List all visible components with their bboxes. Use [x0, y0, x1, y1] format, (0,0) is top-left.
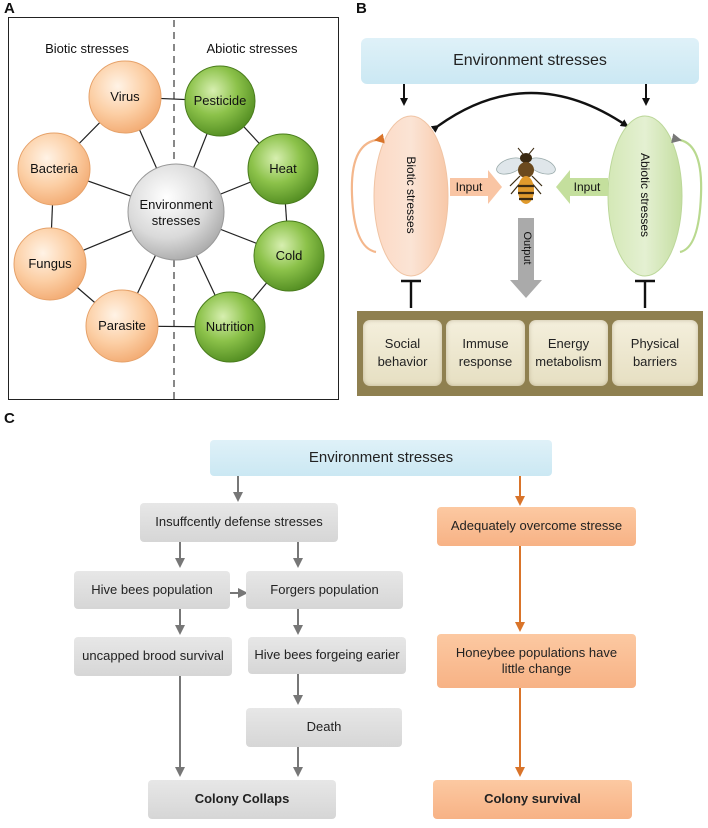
node-parasite [85, 289, 159, 363]
node-fungus [13, 227, 87, 301]
panel-b-label: B [356, 0, 367, 17]
hive-forging-box: Hive bees forgeing earier [248, 637, 406, 674]
output-arrow [510, 218, 542, 298]
death-box: Death [246, 708, 402, 747]
interaction-arrow [430, 91, 629, 133]
bee-icon [496, 147, 556, 204]
forgers-pop-box: Forgers population [246, 571, 403, 609]
little-change-box: Honeybee populations have little change [437, 634, 636, 688]
uncapped-box: uncapped brood survival [74, 637, 232, 676]
mechanism-barriers: Physical barriers [612, 320, 698, 386]
abiotic-heading: Abiotic stresses [206, 40, 298, 56]
env-stress-box-c: Environment stresses [210, 440, 552, 476]
biotic-heading: Biotic stresses [45, 40, 129, 56]
input-arrow-right [556, 170, 608, 204]
biotic-oval-label: Biotic stresses [404, 156, 419, 234]
node-label-fungus: Fungus [28, 255, 72, 271]
center-node [127, 163, 225, 261]
center-label: Environment stresses [139, 196, 213, 228]
survival-box: Colony survival [433, 780, 632, 819]
mechanism-social: Social behavior [363, 320, 442, 386]
node-label-heat: Heat [269, 160, 297, 176]
hive-pop-box: Hive bees population [74, 571, 230, 609]
node-nutrition [194, 291, 266, 363]
node-virus [88, 60, 162, 134]
node-label-parasite: Parasite [98, 317, 146, 333]
node-pesticide [184, 65, 256, 137]
adequate-box: Adequately overcome stresse [437, 507, 636, 546]
node-label-cold: Cold [275, 247, 303, 263]
mechanism-immune: Immuse response [446, 320, 525, 386]
mechanism-energy: Energy metabolism [529, 320, 608, 386]
env-stress-box-b: Environment stresses [361, 38, 699, 84]
insufficient-box: Insuffcently defense stresses [140, 503, 338, 542]
abiotic-loop [671, 133, 703, 254]
collapse-box: Colony Collaps [148, 780, 336, 819]
panel-c-label: C [4, 410, 15, 427]
node-label-nutrition: Nutrition [205, 318, 255, 334]
node-label-pesticide: Pesticide [193, 92, 247, 108]
input-left-label: Input [455, 179, 483, 194]
panel-a-label: A [4, 0, 15, 17]
output-label: Output [520, 231, 533, 265]
node-cold [253, 220, 325, 292]
abiotic-oval-label: Abiotic stresses [638, 152, 653, 238]
node-heat [247, 133, 319, 205]
biotic-loop [350, 133, 385, 254]
inhibit-bars [401, 279, 655, 308]
node-label-virus: Virus [110, 88, 140, 104]
input-arrow-left [450, 170, 502, 204]
biotic-oval [373, 115, 449, 277]
node-label-bacteria: Bacteria [30, 160, 78, 176]
input-right-label: Input [573, 179, 601, 194]
node-bacteria [17, 132, 91, 206]
